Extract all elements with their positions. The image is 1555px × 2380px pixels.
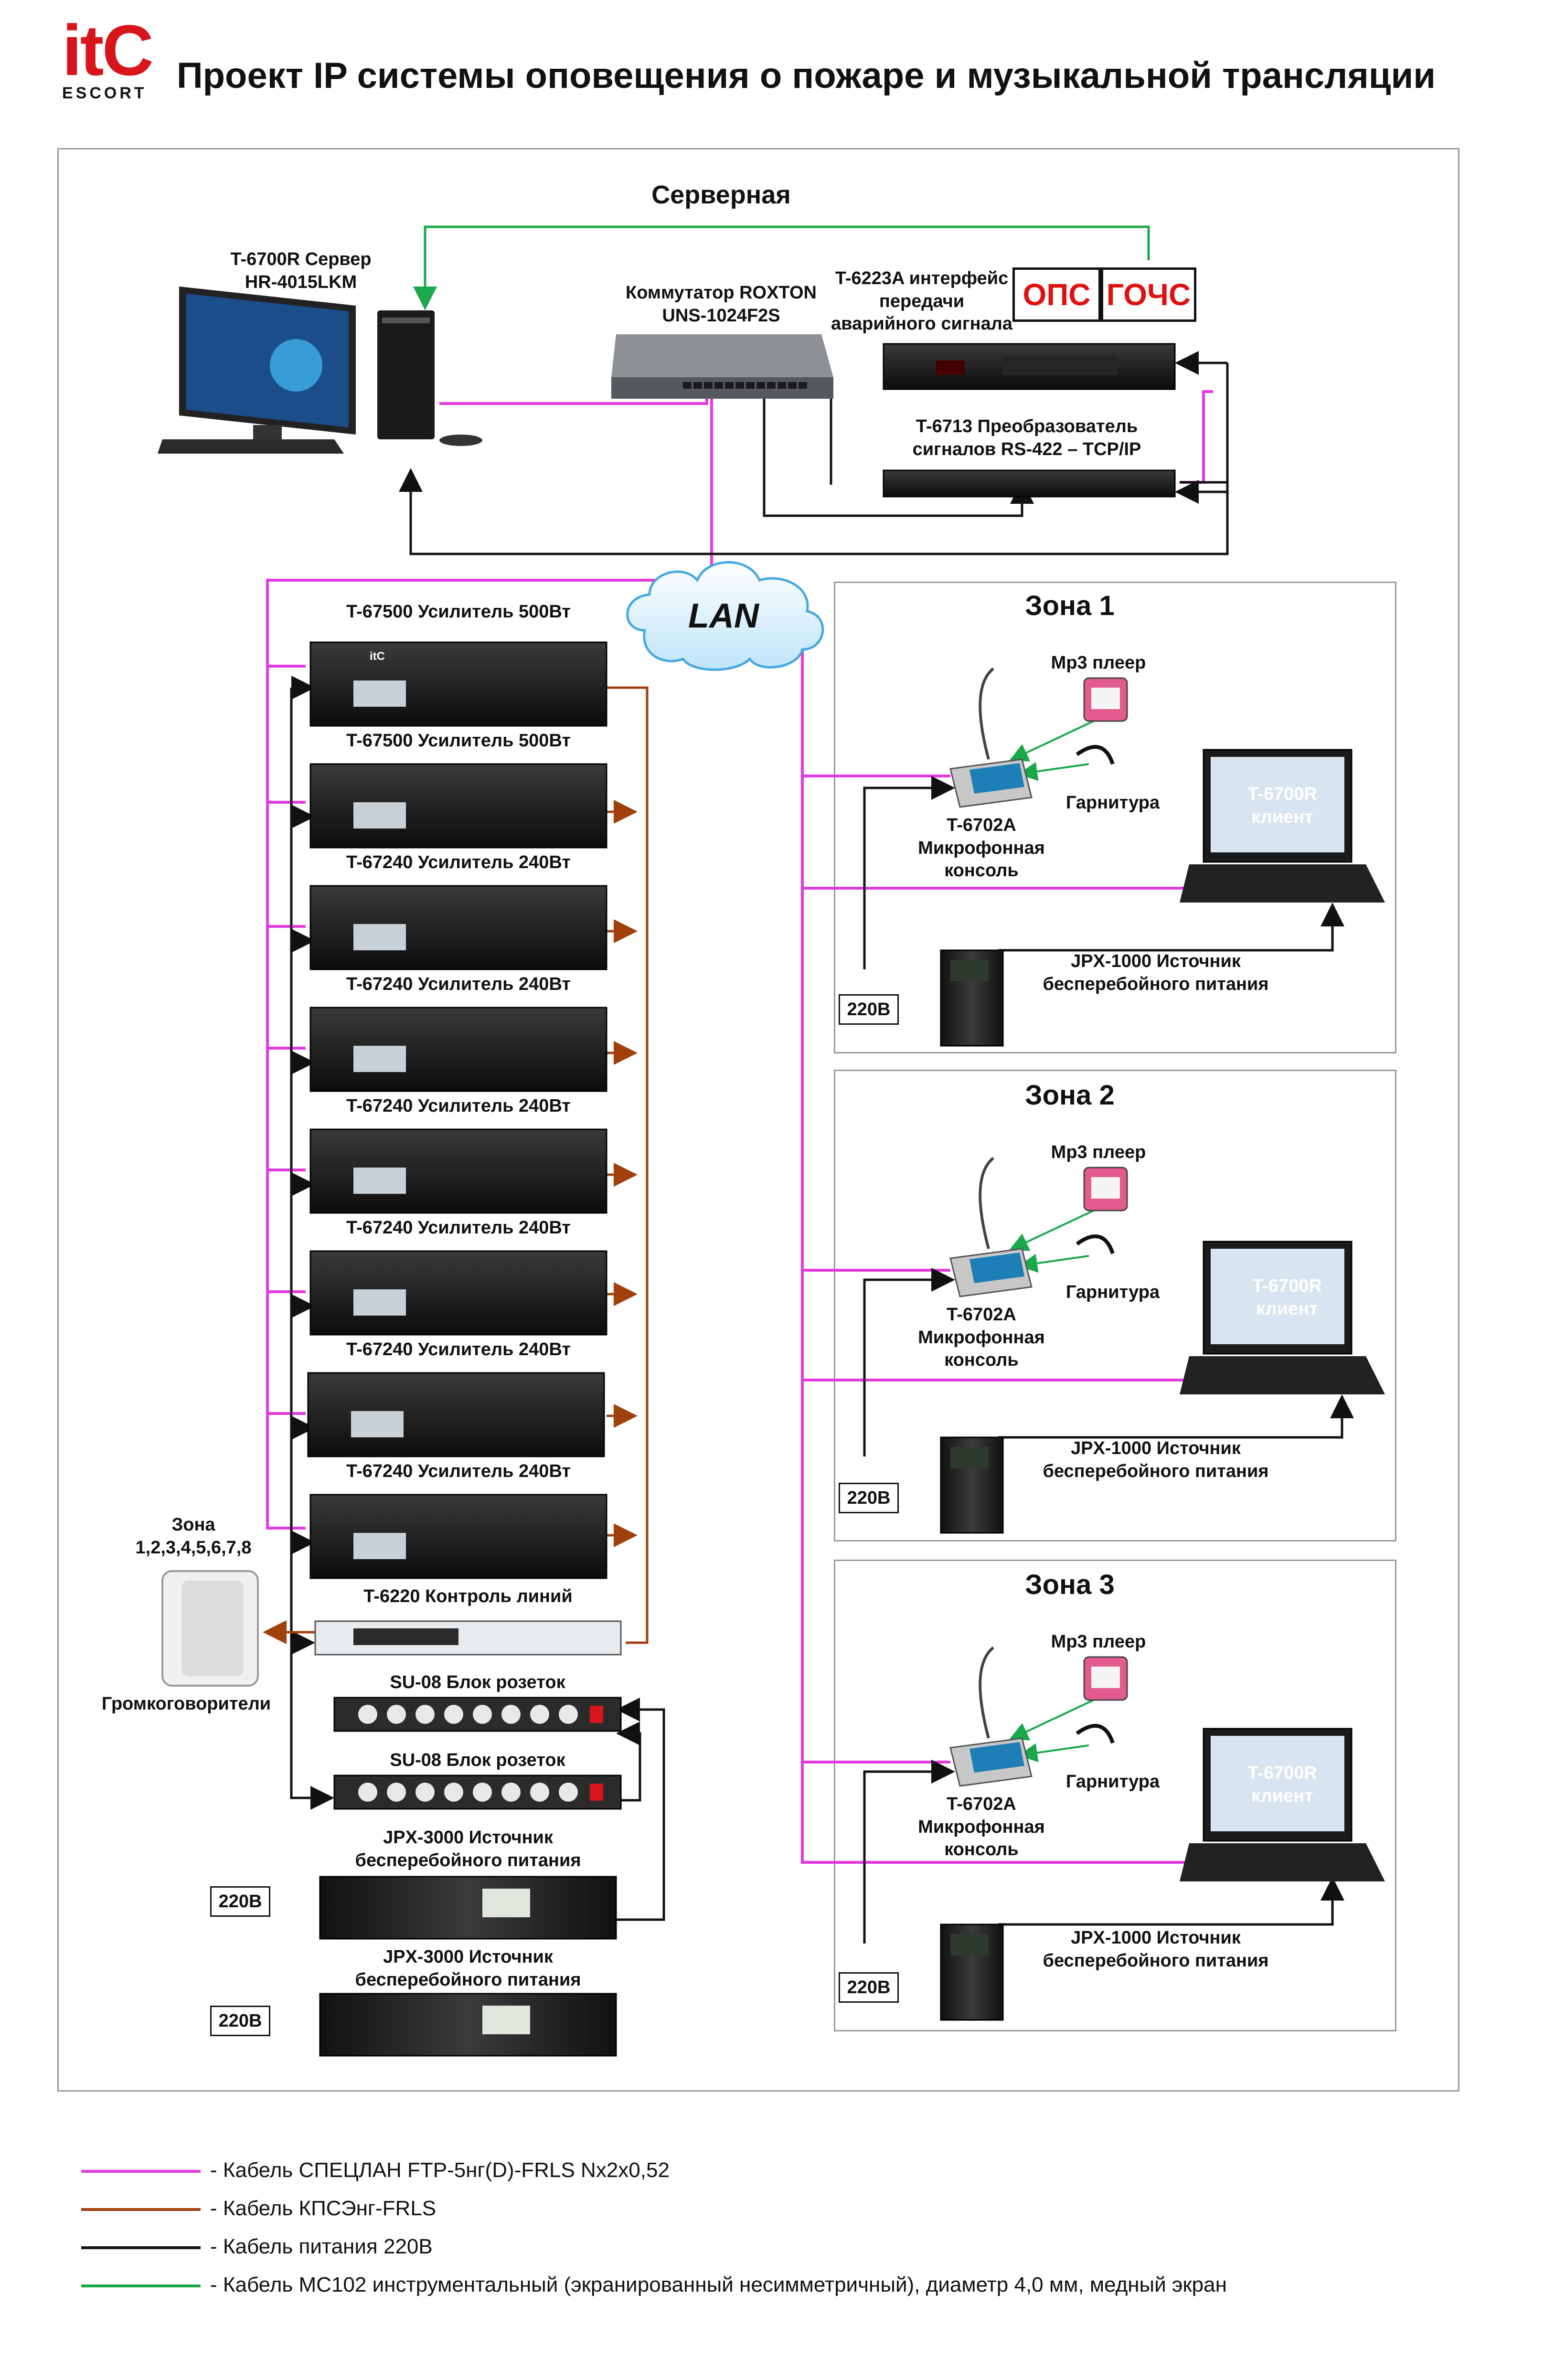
amp-logo: itC <box>370 650 385 663</box>
mp3-label: Mp3 плеер <box>1051 1142 1146 1162</box>
lan-cloud <box>626 561 824 671</box>
power-input-badge: 220В <box>210 1886 270 1917</box>
power-input-badge: 220В <box>839 1972 899 2003</box>
logo-mark: itC <box>62 10 154 90</box>
speaker-zone-label: Зона 1,2,3,4,5,6,7,8 <box>135 1515 252 1558</box>
client-label: T-6700R клиент <box>1252 1276 1322 1319</box>
legend-text: - Кабель СПЕЦЛАН FTP-5нг(D)-FRLS Nx2x0,5… <box>210 2158 670 2182</box>
power-strip-2 <box>333 1774 622 1810</box>
speaker-cables <box>263 686 649 1644</box>
speaker-label: Громкоговорители <box>101 1694 271 1714</box>
power-input-badge: 220В <box>839 1483 899 1513</box>
ups-label: JPX-1000 Источник бесперебойного питания <box>1043 951 1269 994</box>
amplifier-rack <box>307 641 607 1579</box>
audio-cable-green <box>413 225 1150 310</box>
diagram-frame <box>57 148 1459 2092</box>
console-label: T-6702A Микрофонная консоль <box>918 1305 1045 1370</box>
amplifier-label: T-67500 Усилитель 500Вт <box>346 602 571 622</box>
client-label: T-6700R клиент <box>1247 1763 1317 1806</box>
legend-swatch <box>81 2246 201 2250</box>
switch-label: Коммутатор ROXTON UNS-1024F2S <box>626 283 817 326</box>
legend-item: - Кабель МС102 инструментальный (экранир… <box>81 2273 1227 2297</box>
legend-swatch <box>81 2170 201 2173</box>
alarm-interface-label: T-6223A интерфейс передачи аварийного си… <box>831 268 1012 334</box>
server-label: T-6700R Сервер HR-4015LKM <box>230 249 372 292</box>
ups-label: JPX-3000 Источник бесперебойного питания <box>355 1828 581 1870</box>
amplifier-label: T-67240 Усилитель 240Вт <box>346 1339 571 1360</box>
line-control-device <box>314 1620 622 1656</box>
converter-label: T-6713 Преобразователь сигналов RS-422 –… <box>912 416 1141 459</box>
lan-label: LAN <box>688 597 759 635</box>
legend-text: - Кабель КПСЭнг-FRLS <box>210 2197 437 2220</box>
zone-frame-1 <box>834 582 1396 1053</box>
zone-2-devices <box>940 1157 1385 1534</box>
amplifier-unit <box>307 1372 605 1457</box>
amplifier-unit <box>309 1128 607 1214</box>
ups-large-1 <box>319 1876 617 1940</box>
legend-item: - Кабель СПЕЦЛАН FTP-5нг(D)-FRLS Nx2x0,5… <box>81 2158 670 2182</box>
amplifier-unit <box>309 885 607 970</box>
power-strip-label: SU-08 Блок розеток <box>390 1750 565 1770</box>
client-label: T-6700R клиент <box>1247 784 1317 827</box>
amplifier-label: T-67240 Усилитель 240Вт <box>346 974 571 994</box>
ups-label: JPX-1000 Источник бесперебойного питания <box>1043 1438 1269 1481</box>
ups-label: JPX-1000 Источник бесперебойного питания <box>1043 1928 1269 1971</box>
power-cables <box>290 351 1354 1944</box>
console-label: T-6702A Микрофонная консоль <box>918 815 1045 881</box>
ups-large-2 <box>319 1993 617 2057</box>
legend-swatch <box>81 2208 201 2211</box>
power-strip-1 <box>333 1697 622 1732</box>
zone-title: Зона 3 <box>1025 1569 1115 1600</box>
brand-logo: itC ESCORT <box>62 10 162 102</box>
rs422-converter-device <box>883 469 1176 498</box>
headset-label: Гарнитура <box>1065 793 1160 813</box>
zone-3-devices <box>940 1646 1385 2021</box>
amplifier-unit <box>309 1007 607 1092</box>
legend-swatch <box>81 2284 201 2288</box>
amplifier-unit <box>309 1494 607 1579</box>
legend-item: - Кабель КПСЭнг-FRLS <box>81 2197 436 2221</box>
zone-title: Зона 1 <box>1025 590 1115 621</box>
amplifier-unit <box>309 763 607 849</box>
power-strip-label: SU-08 Блок розеток <box>390 1672 565 1692</box>
mp3-label: Mp3 плеер <box>1051 1632 1146 1652</box>
zone-frame-2 <box>834 1070 1396 1541</box>
amplifier-label: T-67240 Усилитель 240Вт <box>346 1461 571 1481</box>
power-input-badge: 220В <box>210 2006 270 2036</box>
lan-cables <box>266 387 1213 1864</box>
legend-item: - Кабель питания 220В <box>81 2235 433 2259</box>
legend-text: - Кабель питания 220В <box>210 2235 433 2258</box>
console-label: T-6702A Микрофонная консоль <box>918 1794 1045 1859</box>
ups-label: JPX-3000 Источник бесперебойного питания <box>355 1947 581 1990</box>
line-control-label: T-6220 Контроль линий <box>363 1586 573 1606</box>
server-computer <box>158 287 482 454</box>
amplifier-label: T-67500 Усилитель 500Вт <box>346 731 571 751</box>
ops-badge: ОПС <box>1012 267 1101 322</box>
alarm-interface-device <box>883 343 1176 390</box>
zone-1-devices <box>940 667 1385 1047</box>
headset-label: Гарнитура <box>1065 1772 1160 1792</box>
gochs-badge: ГОЧС <box>1101 267 1196 322</box>
speaker <box>161 1570 259 1687</box>
server-room-title: Серверная <box>651 181 791 209</box>
legend-text: - Кабель МС102 инструментальный (экранир… <box>210 2273 1227 2296</box>
amplifier-label: T-67240 Усилитель 240Вт <box>346 1096 571 1116</box>
page-title: Проект IP системы оповещения о пожаре и … <box>177 55 1436 96</box>
amplifier-unit <box>309 1250 607 1336</box>
zone-audio-cables <box>1009 720 1094 1763</box>
amplifier-unit <box>309 641 607 727</box>
network-switch <box>611 334 833 399</box>
zone-title: Зона 2 <box>1025 1080 1115 1111</box>
mp3-label: Mp3 плеер <box>1051 653 1146 673</box>
amplifier-label: T-67240 Усилитель 240Вт <box>346 1218 571 1238</box>
zone-frame-3 <box>834 1560 1396 2031</box>
logo-subtext: ESCORT <box>62 84 147 102</box>
headset-label: Гарнитура <box>1065 1282 1160 1302</box>
amplifier-label: T-67240 Усилитель 240Вт <box>346 852 571 872</box>
power-input-badge: 220В <box>839 994 899 1025</box>
